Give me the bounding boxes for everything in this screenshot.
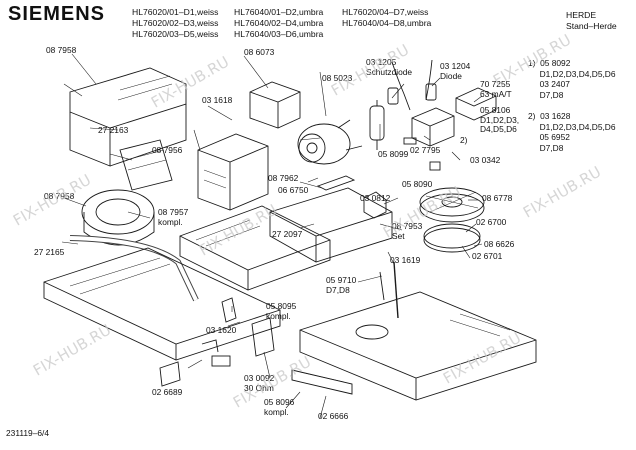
part-label: 70 7255 63 mA/T: [480, 79, 512, 99]
fuse-holder: [455, 87, 497, 121]
part-label: 08 7957 kompl.: [158, 207, 189, 227]
part-label: 08 7953 Set: [392, 221, 423, 241]
part-label: 2): [460, 135, 468, 145]
terminal-block: [411, 107, 455, 147]
part-label: 27 2163: [98, 125, 129, 135]
document-number: 231119–6/4: [6, 428, 50, 438]
lamp-holder: [221, 297, 237, 323]
product-category: HERDE Stand–Herde: [566, 10, 617, 31]
switch: [363, 191, 387, 219]
part-label: 08 7962: [268, 173, 299, 183]
footnotes: 1) 05 8092 D1,D2,D3,D4,D5,D6 03 2407 D7,…: [528, 58, 616, 153]
rear-shield-fold: [69, 112, 111, 167]
brand-logo: SIEMENS: [8, 3, 106, 25]
capacitor: [369, 105, 385, 141]
part-label: 06 6750: [278, 185, 309, 195]
model-list-col2: HL76040/01–D2,umbra HL76040/02–D4,umbra …: [234, 7, 324, 39]
transformer: [197, 133, 269, 211]
part-label: 03 0092 30 Ohm: [244, 373, 275, 393]
oven-floor: [299, 291, 537, 401]
part-label: 08 7956: [152, 145, 183, 155]
part-label: 08 7958: [44, 191, 75, 201]
part-label: 02 6666: [318, 411, 349, 421]
fan-duct: [119, 139, 173, 191]
motor: [297, 123, 351, 165]
fan-housing: [81, 189, 155, 235]
part-label: 02 6701: [472, 251, 503, 261]
part-label: 08 6778: [482, 193, 513, 203]
rod: [393, 261, 399, 319]
bottom-plate: [43, 247, 281, 361]
part-label: 08 6073: [244, 47, 275, 57]
part-label: 08 6626: [484, 239, 515, 249]
part-label: 02 7795: [410, 145, 441, 155]
relay-bracket: [251, 317, 275, 357]
part-label: 05 9710 D7,D8: [326, 275, 357, 295]
terminal-small: [159, 361, 181, 387]
part-label: 27 2165: [34, 247, 65, 257]
part-label: 05 8090: [402, 179, 433, 189]
part-label: 05 8096 kompl.: [264, 397, 295, 417]
part-label: 03 1205 Schutzdiode: [366, 57, 413, 77]
model-list-col3: HL76020/04–D7,weiss HL76040/04–D8,umbra: [342, 7, 432, 28]
mounting-plate: [269, 187, 393, 263]
ballast-block: [249, 81, 301, 129]
part-label: 03 1619: [390, 255, 421, 265]
model-list-col1: HL76020/01–D1,weiss HL76020/02–D3,weiss …: [132, 7, 219, 39]
exhaust-pipe: [69, 235, 199, 302]
part-label: 03 0812: [360, 193, 391, 203]
floor-opening: [355, 324, 389, 340]
schutzdiode-wire: [391, 61, 411, 111]
fan-plate: [423, 227, 481, 253]
part-label: 08 5023: [322, 73, 353, 83]
base-frame: [179, 205, 331, 291]
part-label: 03 1618: [202, 95, 233, 105]
part-label: 02 6700: [476, 217, 507, 227]
part-label: 02 6689: [152, 387, 183, 397]
bracket: [316, 175, 356, 191]
diode-wire: [425, 59, 433, 101]
part-label: 03 1620: [206, 325, 237, 335]
part-label: 05 8106 D1,D2,D3, D4,D5,D6: [480, 105, 520, 134]
fan-wheel: [419, 193, 485, 223]
resistor: [211, 355, 231, 367]
part-label: 05 8099: [378, 149, 409, 159]
part-label: 27 2097: [272, 229, 303, 239]
part-label: 08 7958: [46, 45, 77, 55]
part-label: 03 0342: [470, 155, 501, 165]
part-label: 05 8095 kompl.: [266, 301, 297, 321]
part-label: 03 1204 Diode: [440, 61, 471, 81]
